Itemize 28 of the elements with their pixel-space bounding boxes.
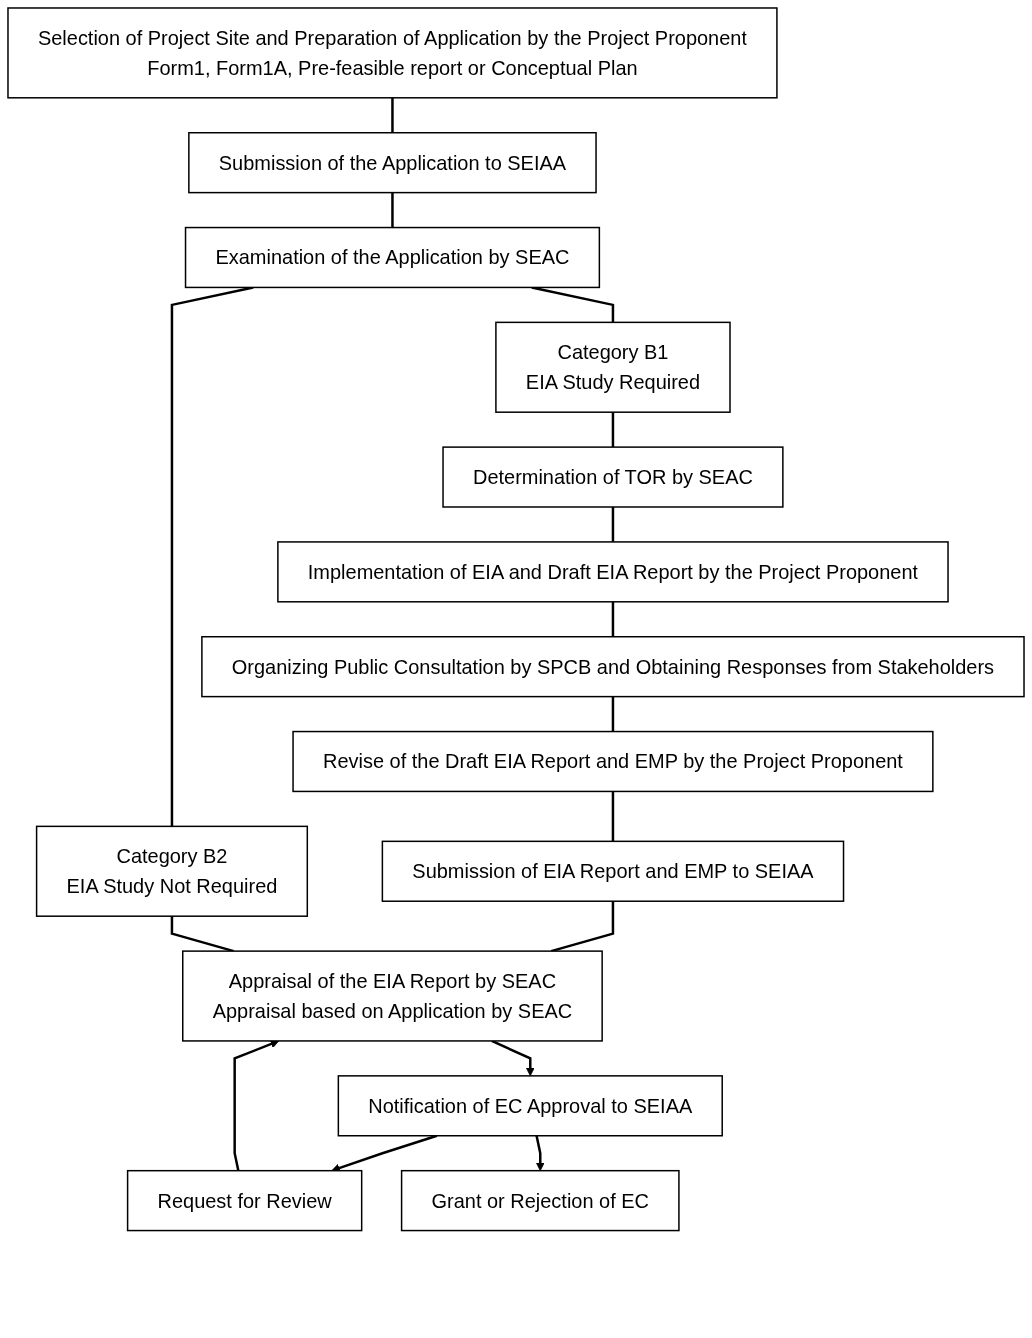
connector: [611, 507, 615, 542]
node-box: Appraisal of the EIA Report by SEAC Appraisal based on Application by SEAC: [182, 950, 603, 1042]
node-box: Request for Review: [126, 1169, 363, 1232]
connector: [611, 601, 615, 637]
connector: [611, 696, 615, 732]
arrow: [233, 1039, 280, 1171]
node-box: Selection of Project Site and Preparation of Application by the Project Proponent Form1, Form1A, Pre-feasible report or Conceptual Plan: [7, 7, 778, 99]
connector: [170, 916, 235, 953]
arrow: [535, 1135, 545, 1172]
node-box: Category B1 EIA Study Required: [495, 321, 731, 413]
connector: [391, 192, 394, 228]
connector: [611, 791, 615, 842]
connector: [391, 97, 394, 133]
node-box: Grant or Rejection of EC: [400, 1169, 680, 1232]
node-box: Category B2 EIA Study Not Required: [35, 825, 309, 917]
node-box: Notification of EC Approval to SEIAA: [337, 1075, 723, 1137]
connector: [531, 286, 615, 323]
node-box: Submission of the Application to SEIAA: [188, 132, 597, 194]
connector: [170, 286, 254, 827]
node-box: Examination of the Application by SEAC: [184, 226, 601, 289]
arrow: [491, 1039, 535, 1077]
node-box: Organizing Public Consultation by SPCB and Obtaining Responses from Stakeholders: [201, 636, 1025, 698]
node-box: Revise of the Draft EIA Report and EMP by the Project Proponent: [292, 730, 934, 793]
node-box: Implementation of EIA and Draft EIA Report by the Project Proponent: [277, 541, 949, 603]
connector: [550, 901, 615, 953]
node-box: Determination of TOR by SEAC: [442, 446, 784, 508]
node-box: Submission of EIA Report and EMP to SEIAA: [381, 840, 845, 902]
connector: [611, 412, 615, 448]
